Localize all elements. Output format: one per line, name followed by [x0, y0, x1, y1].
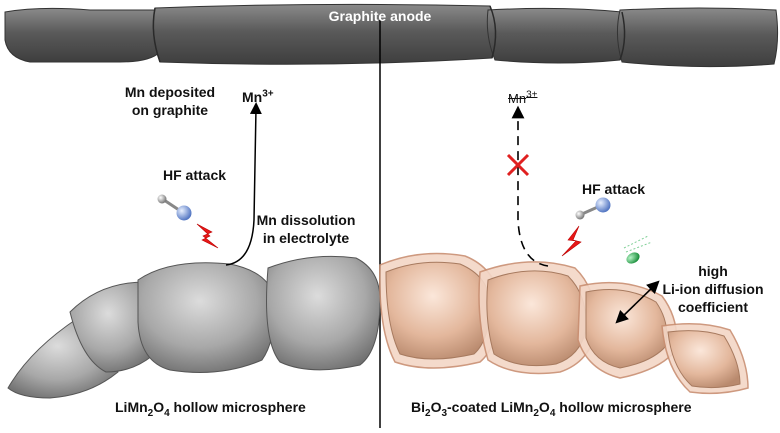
left-caption: LiMn2O4 hollow microsphere [115, 399, 306, 419]
blocked-cross-icon [506, 153, 530, 177]
hf-molecule-icon [157, 194, 192, 221]
graphite-anode-label: Graphite anode [328, 8, 432, 24]
hf-attack-label: HF attack [163, 167, 227, 183]
mn-dissolution-label: Mn dissolution in electrolyte [256, 212, 356, 246]
lightning-icon [561, 225, 582, 257]
mn-deposited-label: Mn deposited on graphite [124, 84, 216, 118]
limn2o4-particles [7, 255, 381, 399]
mn-ion-blocked-label: Mn3+ [508, 89, 538, 106]
li-ion-diffusion-label: high Li-ion diffusion coefficient [662, 263, 764, 315]
hf-attack-label-right: HF attack [582, 181, 646, 197]
mn-ion-label: Mn3+ [242, 88, 274, 105]
blocked-dissolution-arrow [511, 105, 549, 267]
diffusion-arrow [615, 280, 660, 324]
right-caption: Bi2O3-coated LiMn2O4 hollow microsphere [411, 399, 692, 419]
dissolution-arrow [225, 102, 262, 266]
hf-molecule-icon [575, 197, 611, 220]
lightning-icon [196, 223, 219, 249]
graphite-anode [4, 3, 779, 68]
li-ion-icon [623, 235, 653, 264]
